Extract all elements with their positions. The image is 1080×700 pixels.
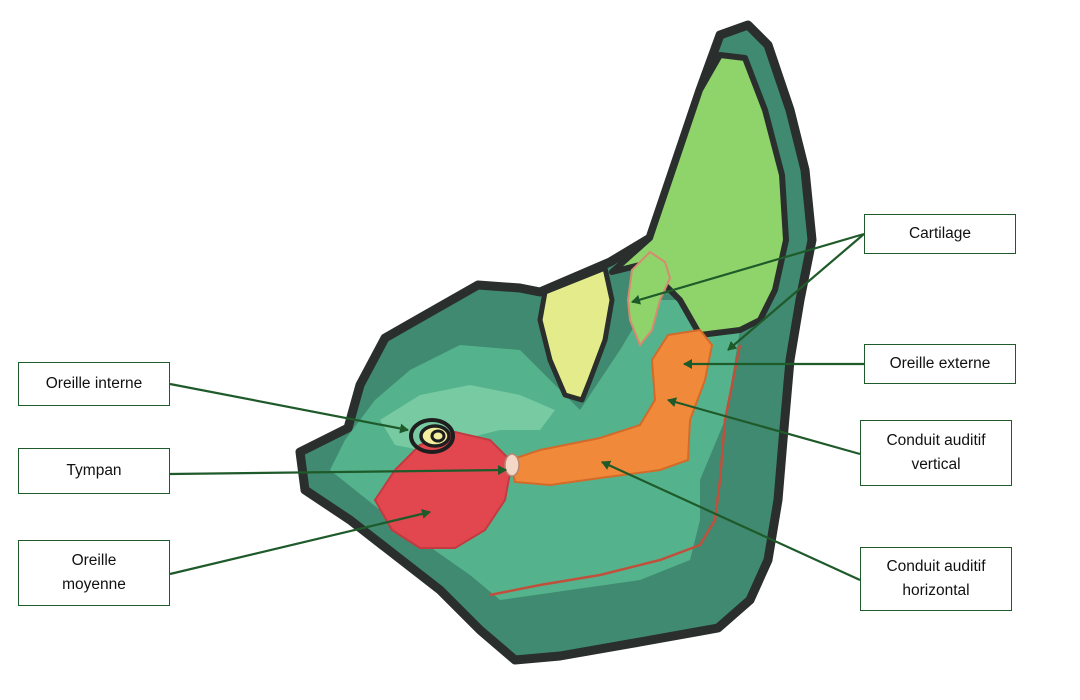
- label-conduit-vertical-line2: vertical: [911, 456, 961, 473]
- label-oreille-moyenne-line2: moyenne: [62, 576, 126, 593]
- leader-oreille-moyenne: [169, 508, 431, 576]
- label-tympan-text: Tympan: [66, 461, 122, 479]
- cartilage-yellow: [537, 265, 615, 403]
- cartilage-flap: [626, 250, 672, 347]
- leader-tympan: [169, 465, 507, 476]
- label-conduit-vertical-line1: Conduit auditif: [886, 431, 986, 449]
- label-conduit-horizontal-line2: horizontal: [902, 582, 970, 599]
- leader-cartilage-1: [631, 232, 865, 305]
- leader-lines: [169, 232, 865, 582]
- label-conduit-horizontal-line1: Conduit auditif: [886, 557, 986, 575]
- leader-oreille-interne: [169, 382, 409, 434]
- label-oreille-interne-text: Oreille interne: [45, 374, 143, 392]
- label-oreille-externe-text: Oreille externe: [889, 354, 991, 372]
- canal-outline: [489, 344, 742, 597]
- label-conduit-auditif-vertical: Conduit auditif vertical: [860, 420, 1012, 486]
- eardrum-oval: [504, 453, 520, 477]
- label-oreille-interne: Oreille interne: [18, 362, 170, 406]
- label-cartilage-text: Cartilage: [908, 224, 972, 242]
- leader-conduit-horizontal: [601, 460, 861, 582]
- label-oreille-externe: Oreille externe: [864, 344, 1016, 384]
- cochlea-spiral-icon: [409, 418, 455, 454]
- leader-cartilage-2: [727, 233, 865, 351]
- label-oreille-moyenne: Oreille moyenne: [18, 540, 170, 606]
- label-conduit-auditif-horizontal: Conduit auditif horizontal: [860, 547, 1012, 611]
- leader-conduit-vertical: [667, 397, 861, 456]
- label-tympan: Tympan: [18, 448, 170, 494]
- label-oreille-moyenne-line1: Oreille: [71, 551, 117, 569]
- middle-ear: [373, 430, 514, 549]
- auditory-canal: [508, 328, 714, 487]
- label-cartilage: Cartilage: [864, 214, 1016, 254]
